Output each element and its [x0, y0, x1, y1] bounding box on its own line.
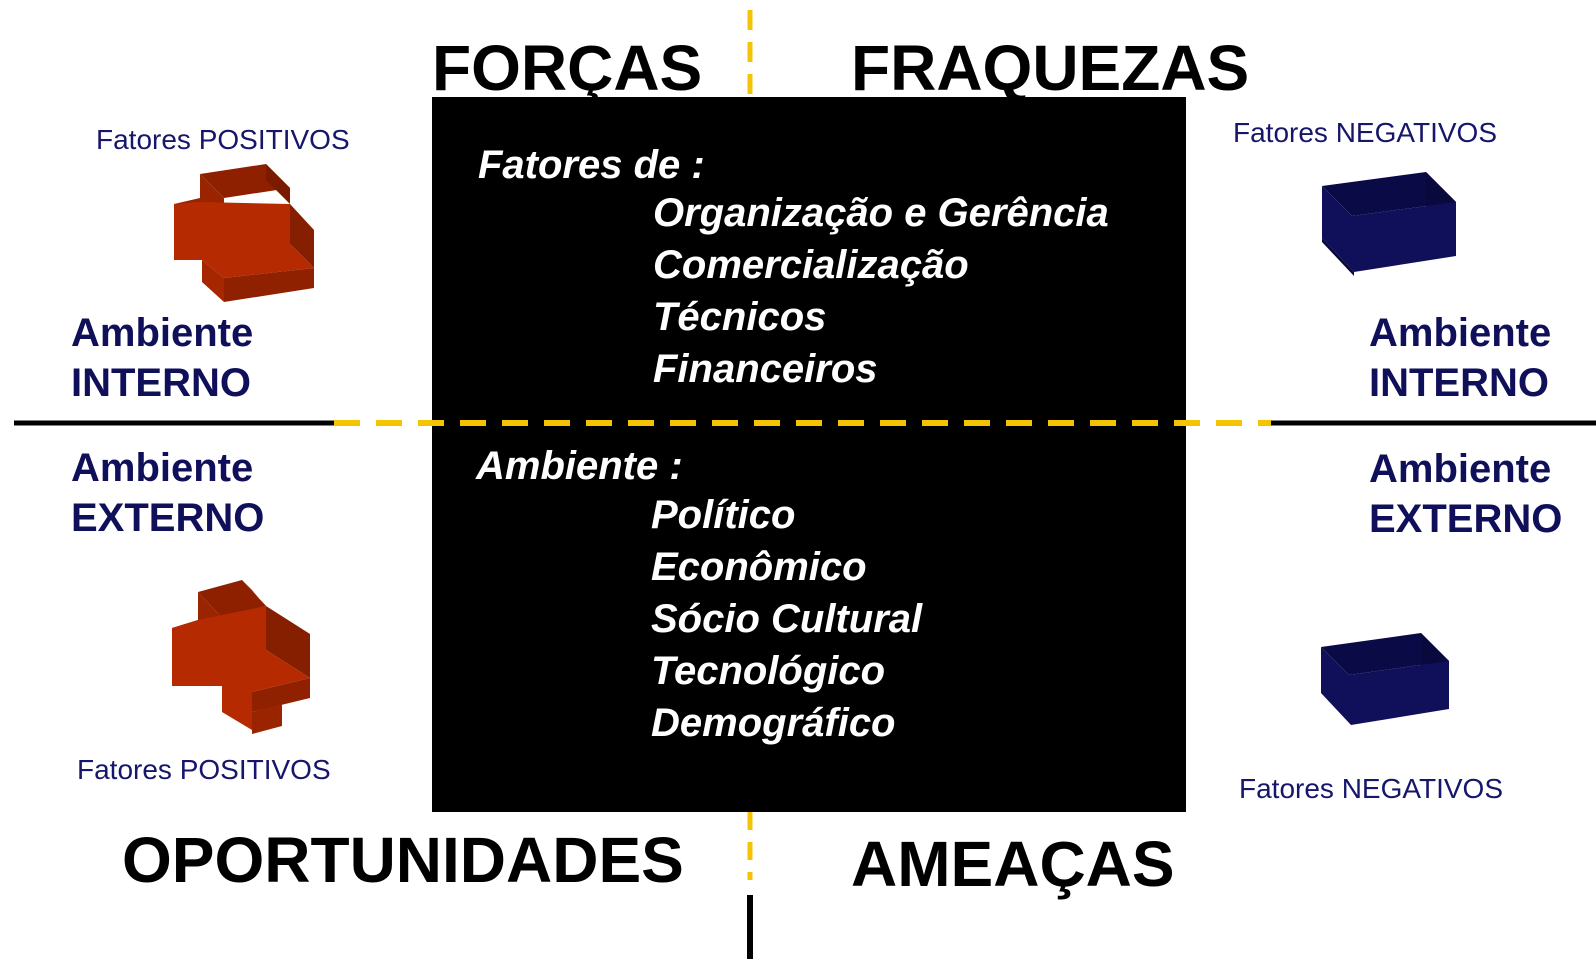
negative-block-3d-icon-bottom [1321, 633, 1449, 725]
negative-block-3d-icon [1322, 172, 1456, 276]
right-internal-line2: INTERNO [1369, 361, 1549, 405]
list-item: Demográfico [651, 701, 896, 745]
positive-factors-label-bottom: Fatores POSITIVOS [77, 754, 331, 785]
positive-cross-3d-icon [174, 164, 314, 302]
right-external-line2: EXTERNO [1369, 497, 1563, 541]
threats-title: AMEAÇAS [851, 828, 1175, 900]
right-internal-line1: Ambiente [1369, 311, 1552, 355]
left-internal-line2: INTERNO [71, 361, 251, 405]
list-item: Tecnológico [651, 649, 886, 693]
external-environment-heading: Ambiente : [476, 444, 683, 488]
left-internal-line1: Ambiente [71, 311, 254, 355]
list-item: Sócio Cultural [651, 597, 923, 641]
opportunities-title: OPORTUNIDADES [122, 824, 684, 896]
right-external-line1: Ambiente [1369, 447, 1552, 491]
left-internal-environment-label: Ambiente INTERNO [71, 308, 253, 408]
left-external-line1: Ambiente [71, 446, 254, 490]
list-item: Financeiros [653, 347, 878, 391]
list-item: Econômico [651, 545, 867, 589]
positive-factors-label-top: Fatores POSITIVOS [96, 124, 350, 155]
factors-panel [432, 97, 1186, 812]
strengths-title: FORÇAS [432, 32, 703, 104]
list-item: Técnicos [653, 295, 827, 339]
weaknesses-title: FRAQUEZAS [851, 32, 1250, 104]
right-external-environment-label: Ambiente EXTERNO [1369, 444, 1562, 544]
negative-factors-label-bottom: Fatores NEGATIVOS [1239, 773, 1503, 804]
list-item: Organização e Gerência [653, 191, 1109, 235]
internal-factors-heading: Fatores de : [478, 143, 705, 187]
left-external-environment-label: Ambiente EXTERNO [71, 443, 264, 543]
negative-factors-label-top: Fatores NEGATIVOS [1233, 117, 1497, 148]
right-internal-environment-label: Ambiente INTERNO [1369, 308, 1551, 408]
list-item: Comercialização [653, 243, 969, 287]
positive-cross-3d-icon-bottom [172, 580, 310, 734]
left-external-line2: EXTERNO [71, 496, 265, 540]
list-item: Político [651, 493, 796, 537]
